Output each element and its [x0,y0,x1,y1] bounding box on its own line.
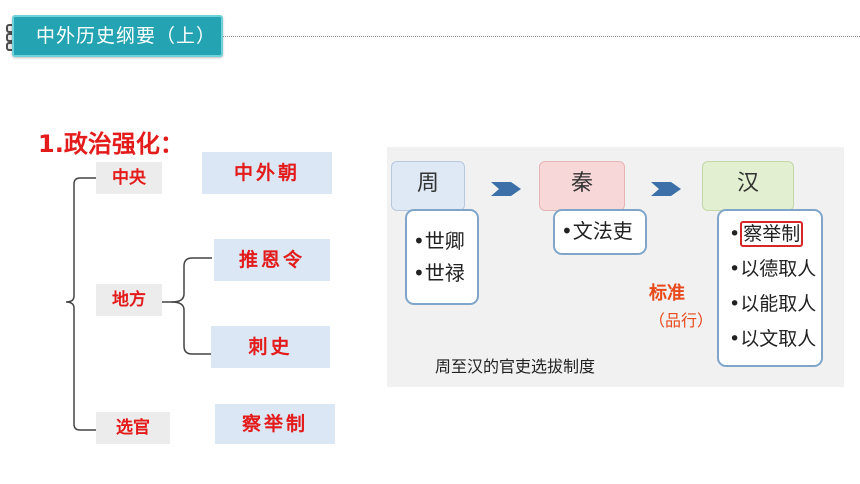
han-header: 汉 [702,161,794,211]
standard-label: 标准 [649,283,685,304]
header-title: 中外历史纲要（上） [36,25,217,47]
section-title: 1.政治强化： [38,130,184,158]
central-value: 中外朝 [202,152,332,194]
qin-item: •文法吏 [561,219,633,243]
qin-card: •文法吏 [553,209,647,255]
qin-header: 秦 [539,161,625,211]
han-card: •察举制 •以德取人 •以能取人 •以文取人 [717,209,823,367]
official-label: 选官 [96,412,170,444]
local-value-2: 刺史 [211,326,330,368]
diagram-caption: 周至汉的官吏选拔制度 [435,357,596,376]
local-value-1: 推恩令 [214,239,330,281]
han-item: •以能取人 [729,293,817,315]
highlight-box: 察举制 [740,221,804,247]
header-divider [223,36,860,37]
standard-note: （品行） [649,311,714,330]
selection-system-diagram: 周 •世卿 •世禄 秦 •文法吏 汉 •察举制 •以德取人 •以能取人 •以文取… [387,147,844,387]
official-value: 察举制 [215,404,335,444]
han-item: •以文取人 [729,328,817,350]
han-item: •以德取人 [729,258,817,280]
zhou-card: •世卿 •世禄 [405,209,479,305]
header-tab: 中外历史纲要（上） [12,15,223,57]
central-label: 中央 [96,162,162,194]
han-item-highlight: •察举制 [729,217,821,252]
zhou-item: •世禄 [413,261,465,285]
chevron-right-icon [491,182,521,196]
chevron-right-icon [651,182,681,196]
zhou-header: 周 [391,161,465,211]
local-label: 地方 [96,284,162,316]
zhou-item: •世卿 [413,229,465,253]
